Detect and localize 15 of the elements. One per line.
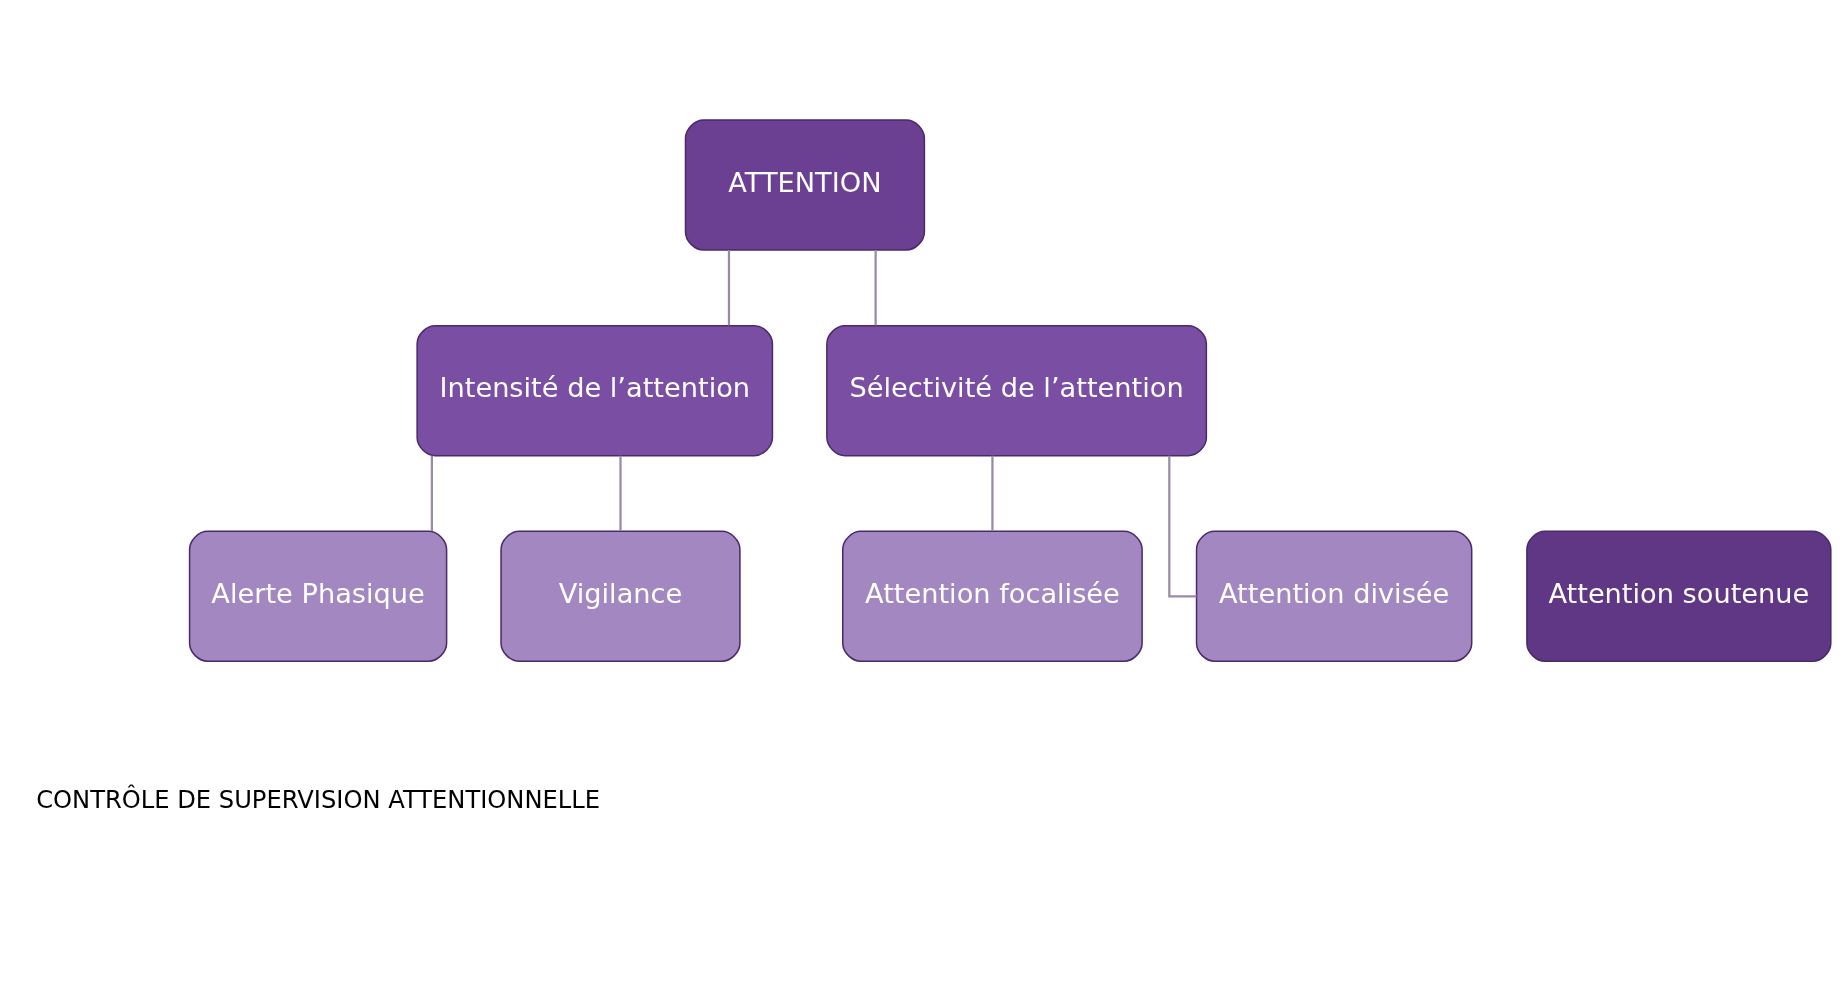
node-box: Attention soutenue: [1526, 530, 1832, 662]
connector: [874, 249, 877, 325]
node-box: ATTENTION: [684, 118, 926, 251]
connector: [430, 455, 433, 531]
connector: [1168, 455, 1197, 597]
connector: [619, 455, 622, 531]
node-box: Alerte Phasique: [188, 530, 448, 662]
node-box: Attention focalisée: [842, 530, 1143, 662]
label: CONTRÔLE DE SUPERVISION ATTENTIONNELLE: [36, 785, 601, 814]
node-box: Vigilance: [500, 530, 741, 662]
node-box: Sélectivité de l’attention: [826, 324, 1208, 456]
node-box: Attention divisée: [1195, 530, 1473, 662]
connector: [727, 249, 731, 325]
connector: [991, 455, 994, 531]
node-box: Intensité de l’attention: [416, 324, 774, 456]
